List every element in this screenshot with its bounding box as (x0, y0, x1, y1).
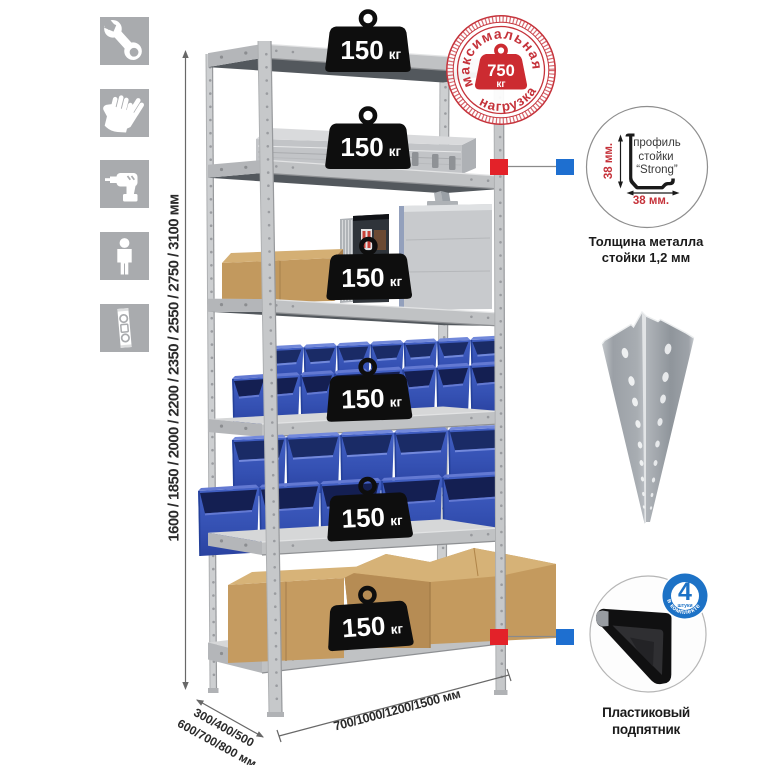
svg-text:кг: кг (496, 79, 505, 90)
svg-text:150: 150 (341, 502, 386, 534)
svg-text:38 мм.: 38 мм. (633, 195, 669, 207)
svg-text:4: 4 (678, 578, 692, 606)
svg-text:Пластиковый: Пластиковый (602, 705, 690, 720)
svg-text:кг: кг (390, 513, 404, 529)
svg-text:стойки: стойки (638, 151, 673, 163)
svg-text:150: 150 (340, 132, 383, 162)
svg-text:штуки: штуки (677, 603, 692, 609)
svg-text:750: 750 (487, 62, 515, 80)
svg-text:кг: кг (390, 274, 403, 289)
svg-text:профиль: профиль (633, 137, 681, 149)
svg-text:стойки 1,2 мм: стойки 1,2 мм (602, 250, 690, 265)
svg-text:“Strong”: “Strong” (636, 164, 678, 176)
svg-text:кг: кг (390, 394, 403, 409)
svg-text:150: 150 (340, 35, 383, 65)
svg-text:Толщина металла: Толщина металла (589, 234, 704, 249)
svg-text:150: 150 (341, 610, 386, 643)
svg-text:150: 150 (341, 262, 385, 293)
svg-text:38 мм.: 38 мм. (603, 143, 615, 179)
svg-text:150: 150 (341, 383, 385, 414)
svg-text:1600 / 1850 / 2000 / 2200 / 23: 1600 / 1850 / 2000 / 2200 / 2350 / 2550 … (166, 194, 183, 542)
svg-text:кг: кг (390, 621, 404, 637)
svg-text:подпятник: подпятник (612, 722, 680, 737)
svg-text:кг: кг (389, 144, 402, 159)
svg-text:кг: кг (389, 47, 402, 62)
